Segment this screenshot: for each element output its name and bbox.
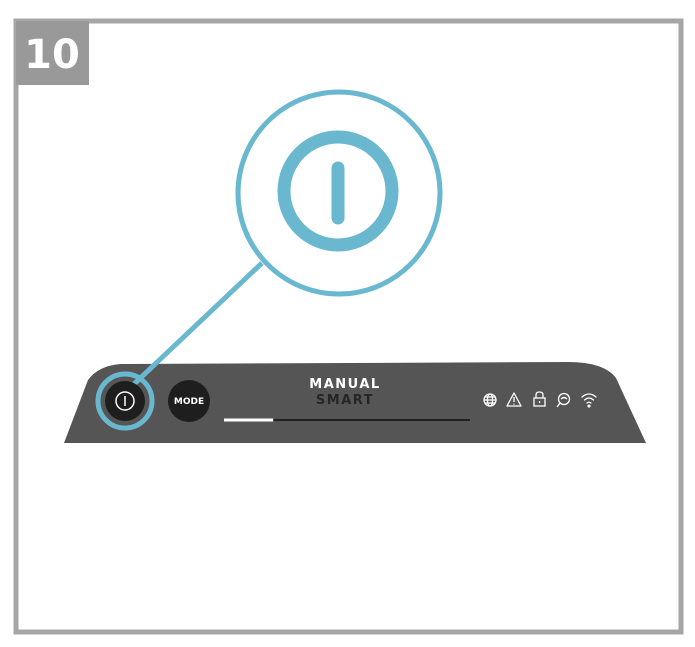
mode-option-smart: SMART [316, 393, 374, 408]
mode-button[interactable]: MODE [168, 380, 210, 422]
zoomed-power-icon [277, 130, 399, 252]
step-number: 10 [24, 32, 80, 78]
globe-icon [483, 393, 497, 407]
warning-icon [506, 392, 522, 407]
power-button[interactable] [105, 381, 145, 421]
mode-option-manual: MANUAL [309, 377, 380, 392]
lock-icon [533, 391, 546, 407]
power-icon [115, 391, 135, 411]
control-panel [64, 362, 646, 443]
wifi-icon [581, 393, 597, 408]
filter-icon [556, 392, 571, 408]
step-badge [16, 21, 89, 85]
callout-connector [131, 261, 264, 387]
mode-button-label: MODE [174, 397, 204, 407]
power-button-highlight [95, 371, 155, 431]
